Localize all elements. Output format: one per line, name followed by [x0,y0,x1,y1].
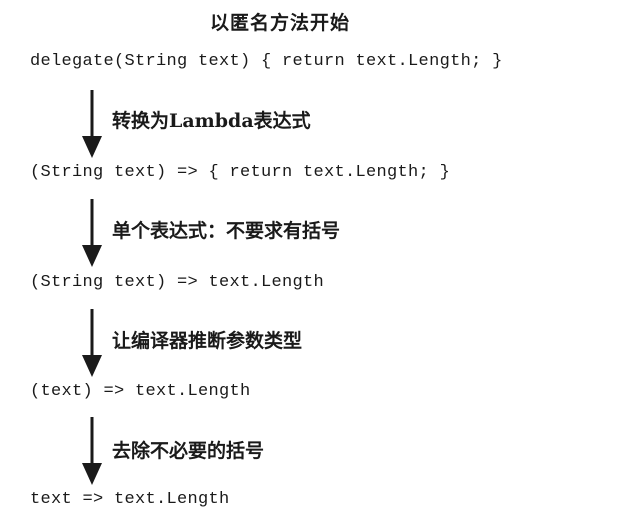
step-label-to-lambda: 转换为Lambda表达式 [112,110,311,132]
step-label-single-expression: 单个表达式：不要求有括号 [112,220,341,242]
code-line-lambda-expression: (String text) => text.Length [30,273,325,292]
code-line-final-lambda: text => text.Length [30,490,230,509]
code-line-anonymous-method: delegate(String text) { return text.Leng… [30,52,503,71]
down-arrow-icon [82,199,102,267]
down-arrow-icon [82,309,102,377]
down-arrow-icon [82,417,102,485]
step-label-remove-parentheses: 去除不必要的括号 [112,440,265,462]
down-arrow-icon [82,90,102,158]
code-line-inferred-parameter: (text) => text.Length [30,382,251,401]
step-label-infer-types: 让编译器推断参数类型 [112,330,303,352]
diagram-title: 以匿名方法开始 [209,12,350,34]
code-line-lambda-block: (String text) => { return text.Length; } [30,163,451,182]
